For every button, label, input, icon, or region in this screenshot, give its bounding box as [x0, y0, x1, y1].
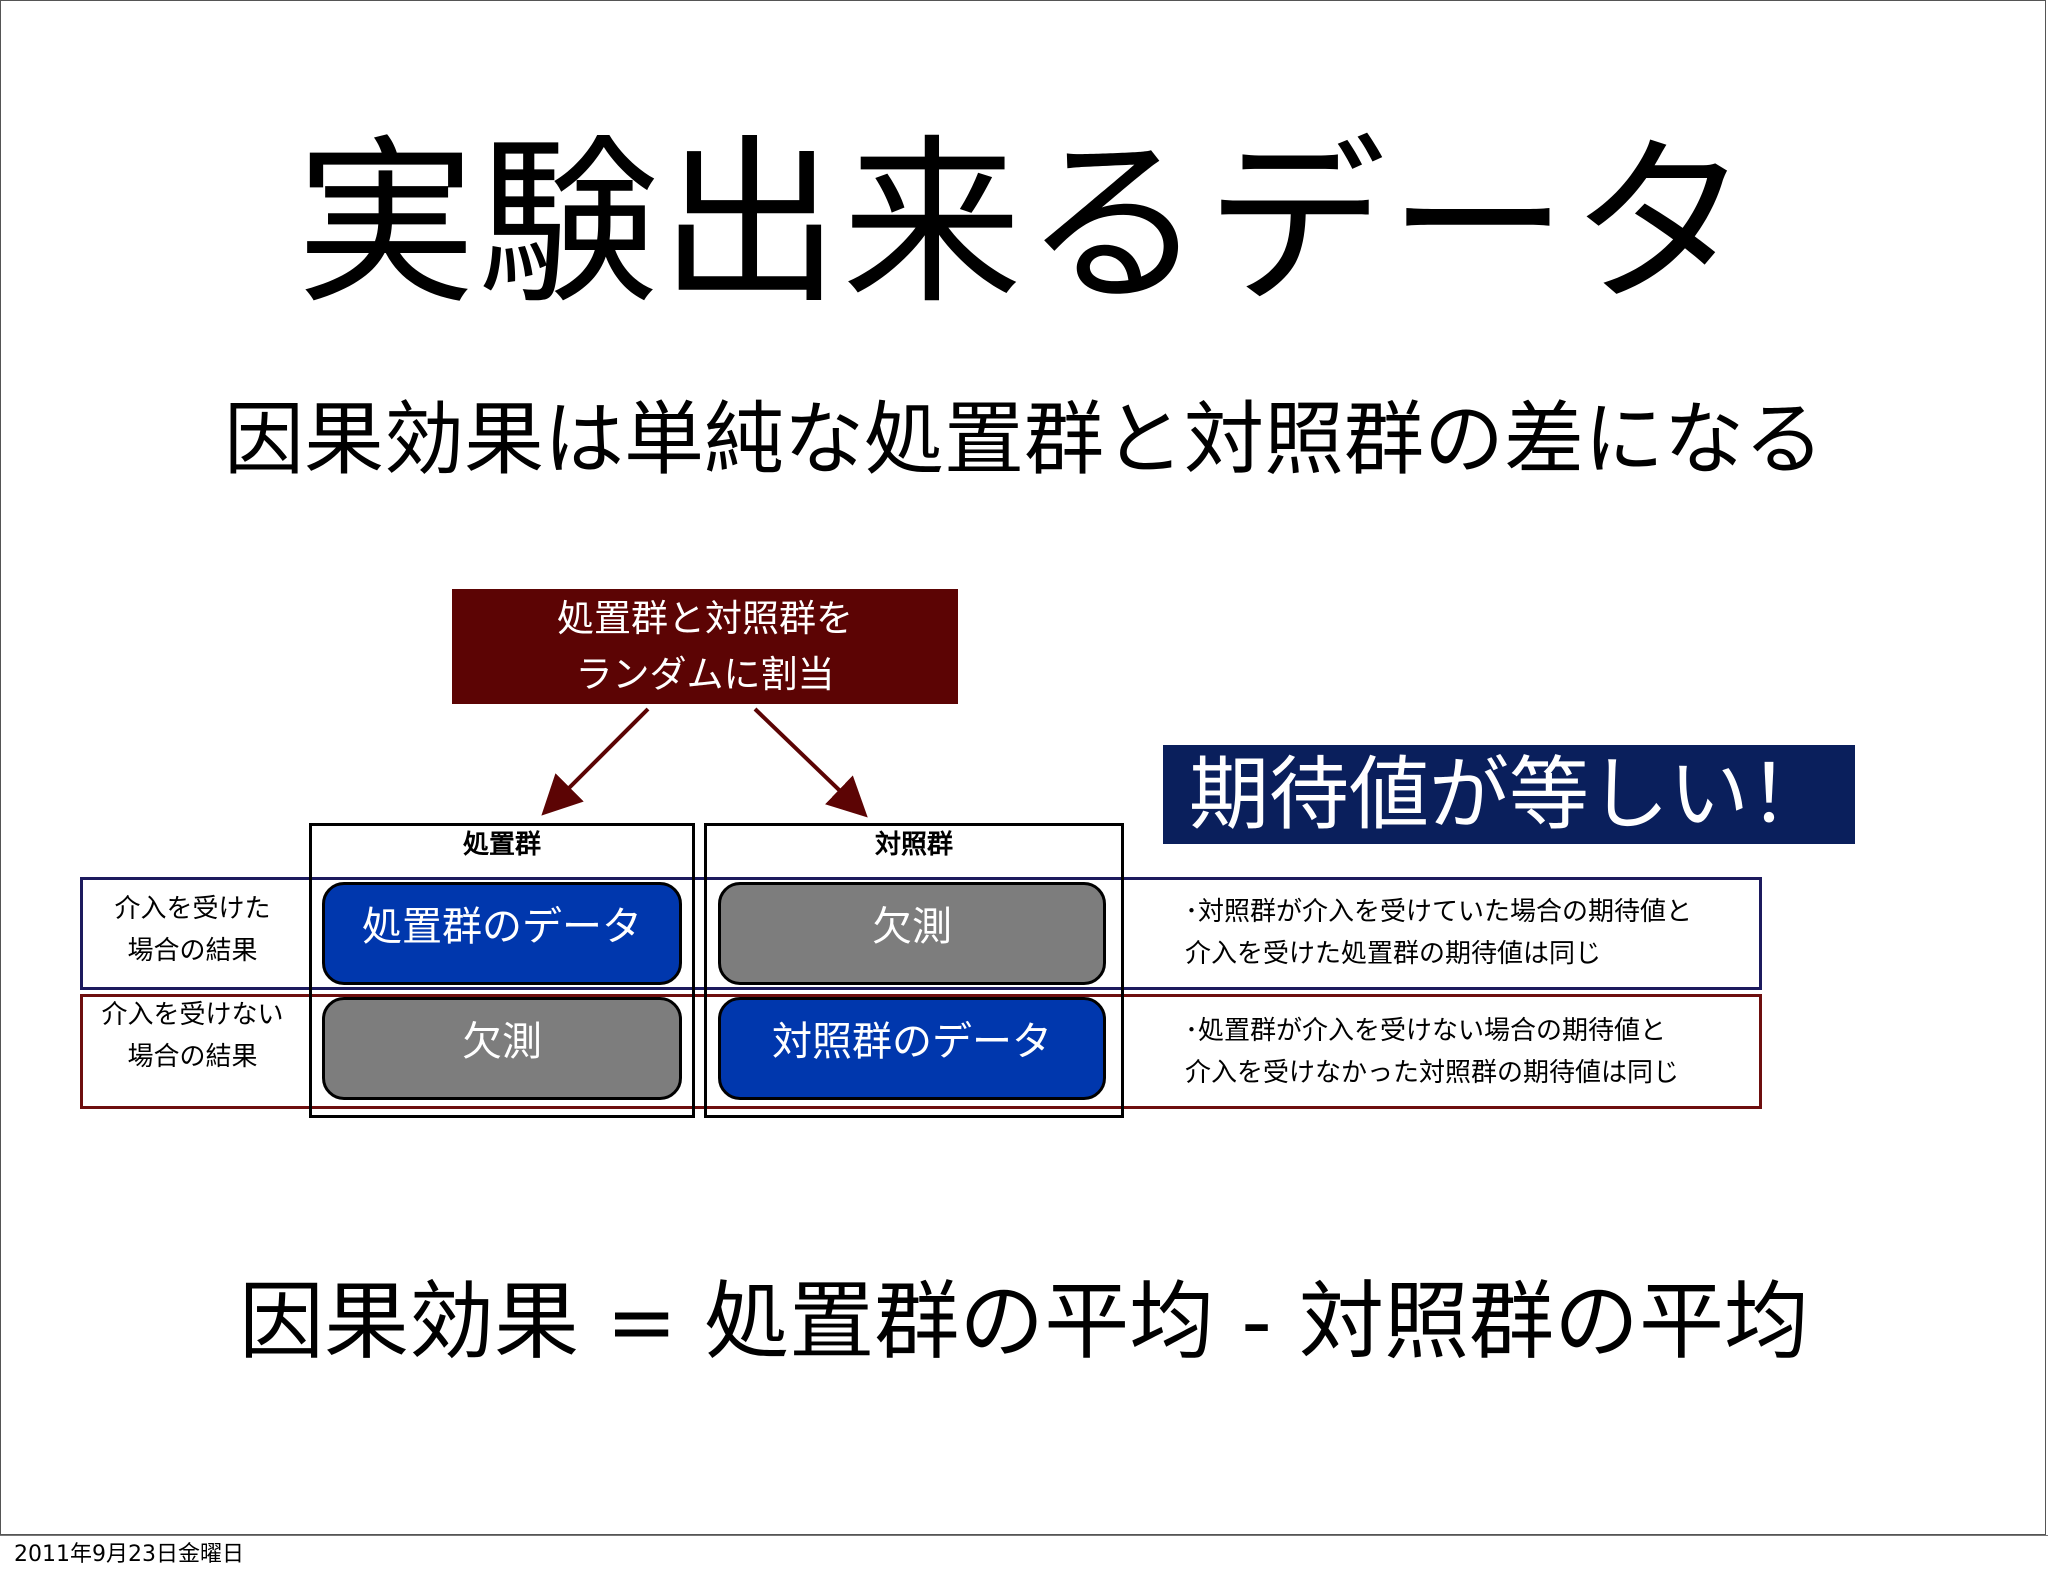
treated-outcome-row [80, 877, 1762, 990]
causal-effect-formula: 因果効果 = 処置群の平均 - 対照群の平均 [239, 1273, 1809, 1372]
treated-row-note-line1: ･対照群が介入を受けていた場合の期待値と [1185, 897, 1693, 927]
treated-row-note-line2: 介入を受けた処置群の期待値は同じ [1185, 939, 1602, 969]
slide-title: 実験出来るデータ [295, 120, 1752, 329]
untreated-row-note-line1: ･処置群が介入を受けない場合の期待値と [1185, 1016, 1667, 1046]
random-assignment-box: 処置群と対照群を ランダムに割当 [452, 589, 958, 704]
untreated-row-note: ･処置群が介入を受けない場合の期待値と 介入を受けなかった対照群の期待値は同じ [1185, 1010, 1679, 1094]
random-assignment-line1: 処置群と対照群を [557, 597, 853, 640]
treatment-column-header: 処置群 [462, 830, 541, 860]
random-assignment-line2: ランダムに割当 [575, 653, 835, 696]
footer-bar [0, 1535, 2048, 1577]
control-untreated-data-cell: 対照群のデータ [718, 997, 1106, 1100]
treatment-untreated-missing-cell: 欠測 [322, 997, 682, 1100]
untreated-row-note-line2: 介入を受けなかった対照群の期待値は同じ [1185, 1058, 1680, 1088]
treated-row-label-line1: 介入を受けた [114, 894, 271, 924]
equal-expectation-callout: 期待値が等しい！ [1163, 745, 1855, 844]
treated-row-note: ･対照群が介入を受けていた場合の期待値と 介入を受けた処置群の期待値は同じ [1185, 891, 1692, 975]
control-treated-missing-cell: 欠測 [718, 882, 1106, 985]
control-column-header: 対照群 [874, 830, 953, 860]
treatment-treated-data-cell: 処置群のデータ [322, 882, 682, 985]
control-group-column [704, 823, 1124, 1118]
footer-date: 2011年9月23日金曜日 [14, 1542, 244, 1567]
treatment-group-column [309, 823, 695, 1118]
slide-subtitle: 因果効果は単純な処置群と対照群の差になる [224, 393, 1824, 486]
untreated-row-label-line1: 介入を受けない [101, 1000, 284, 1030]
untreated-row-label-line2: 場合の結果 [127, 1042, 258, 1072]
untreated-outcome-row [80, 994, 1762, 1109]
treated-row-label-line2: 場合の結果 [127, 936, 258, 966]
treated-row-label: 介入を受けた 場合の結果 [80, 888, 305, 972]
untreated-row-label: 介入を受けない 場合の結果 [80, 994, 305, 1078]
